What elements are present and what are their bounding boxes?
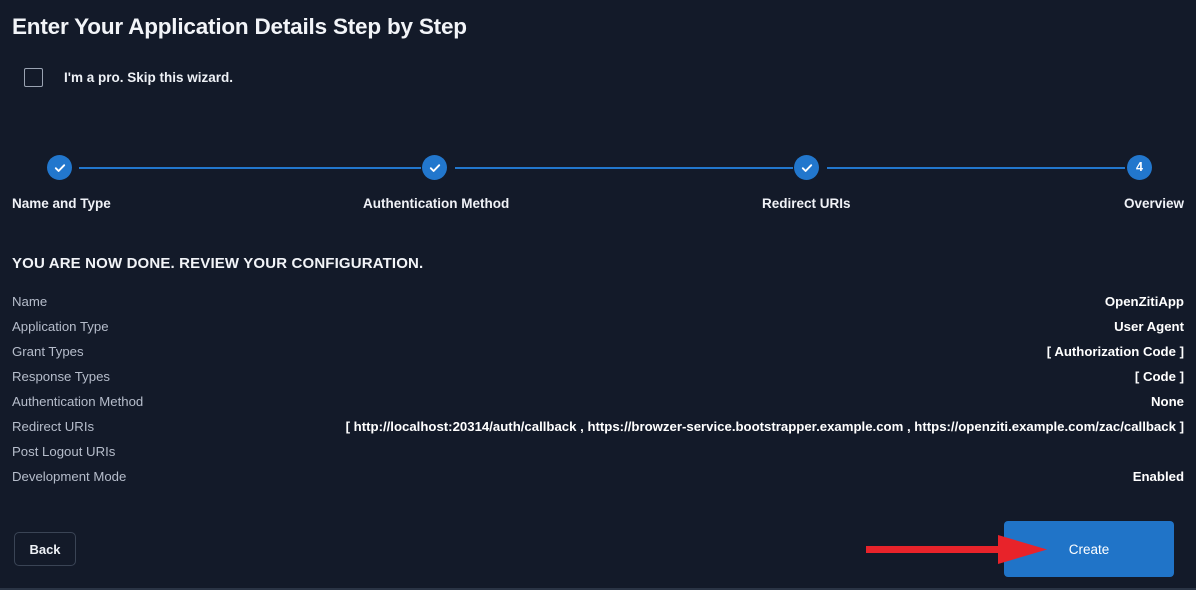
summary-key-application-type: Application Type	[12, 319, 109, 334]
summary-value-development-mode: Enabled	[1132, 469, 1184, 484]
summary-key-redirect-uris: Redirect URIs	[12, 419, 95, 434]
summary-key-post-logout-uris: Post Logout URIs	[12, 444, 116, 459]
check-icon	[429, 163, 440, 172]
stepper-label-overview: Overview	[1123, 196, 1184, 211]
stepper-step-2-authentication-method[interactable]	[422, 155, 447, 180]
check-icon	[801, 163, 812, 172]
stepper-step-3-redirect-uris[interactable]	[794, 155, 819, 180]
summary-row: Redirect URIs [ http://localhost:20314/a…	[12, 414, 1184, 439]
summary-value-name: OpenZitiApp	[1104, 294, 1184, 309]
wizard-stepper: 4 Name and Type Authentication Method Re…	[12, 152, 1184, 214]
summary-value-response-types: [ Code ]	[1134, 369, 1184, 384]
create-button[interactable]: Create	[1004, 521, 1174, 577]
skip-wizard-checkbox[interactable]	[24, 68, 43, 87]
stepper-connector-2	[455, 167, 793, 169]
stepper-track: 4 Name and Type Authentication Method Re…	[12, 152, 1184, 211]
summary-value-grant-types: [ Authorization Code ]	[1046, 344, 1184, 359]
stepper-step-4-overview[interactable]: 4	[1127, 155, 1152, 180]
stepper-connector-1	[79, 167, 421, 169]
summary-row: Development Mode Enabled	[12, 464, 1184, 489]
summary-value-authentication-method: None	[1151, 394, 1184, 409]
review-heading: YOU ARE NOW DONE. REVIEW YOUR CONFIGURAT…	[12, 255, 424, 272]
stepper-step-1-name-and-type[interactable]	[47, 155, 72, 180]
skip-wizard-label: I'm a pro. Skip this wizard.	[64, 70, 233, 85]
summary-value-application-type: User Agent	[1114, 319, 1184, 334]
skip-wizard-row: I'm a pro. Skip this wizard.	[24, 68, 233, 87]
summary-row: Application Type User Agent	[12, 314, 1184, 339]
review-summary-list: Name OpenZitiApp Application Type User A…	[12, 289, 1184, 489]
summary-row: Post Logout URIs	[12, 439, 1184, 464]
summary-key-response-types: Response Types	[12, 369, 110, 384]
check-icon	[54, 163, 65, 172]
stepper-connector-3	[827, 167, 1125, 169]
summary-key-development-mode: Development Mode	[12, 469, 127, 484]
summary-value-redirect-uris: [ http://localhost:20314/auth/callback ,…	[345, 419, 1184, 434]
page-title: Enter Your Application Details Step by S…	[12, 14, 467, 39]
back-button[interactable]: Back	[14, 532, 76, 566]
stepper-label-redirect-uris: Redirect URIs	[762, 196, 851, 211]
summary-row: Response Types [ Code ]	[12, 364, 1184, 389]
summary-row: Authentication Method None	[12, 389, 1184, 414]
summary-row: Grant Types [ Authorization Code ]	[12, 339, 1184, 364]
stepper-step-4-number: 4	[1136, 160, 1143, 175]
summary-row: Name OpenZitiApp	[12, 289, 1184, 314]
stepper-label-name-and-type: Name and Type	[12, 196, 111, 211]
summary-key-authentication-method: Authentication Method	[12, 394, 144, 409]
stepper-label-authentication-method: Authentication Method	[363, 196, 510, 211]
summary-key-grant-types: Grant Types	[12, 344, 84, 359]
summary-key-name: Name	[12, 294, 48, 309]
